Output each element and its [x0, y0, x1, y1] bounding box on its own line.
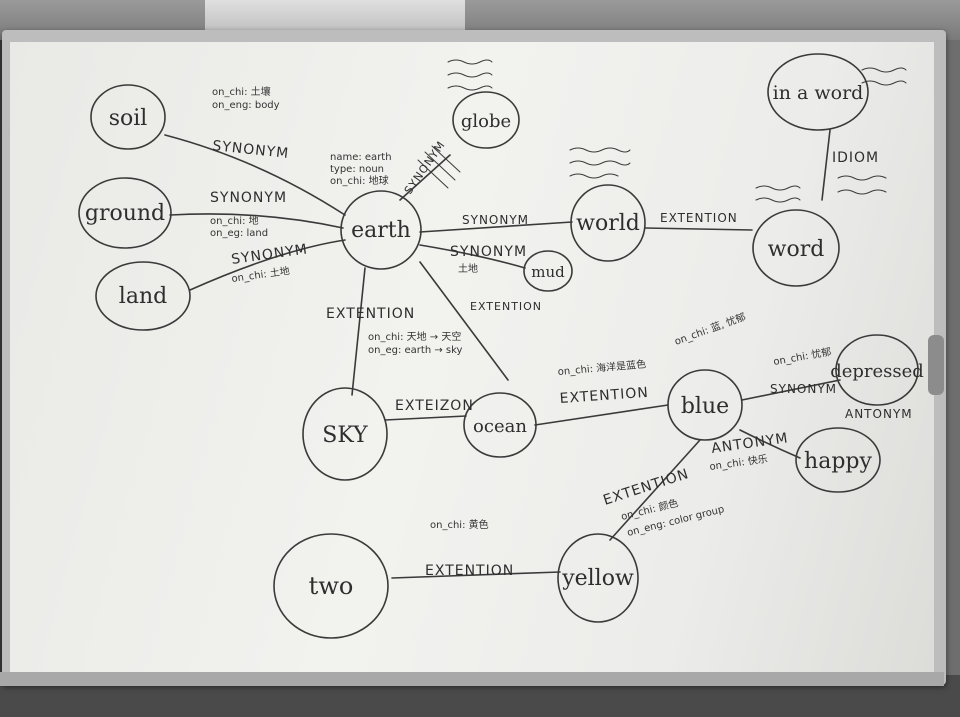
note-two-yellow: on_chi: 黄色 — [430, 518, 489, 531]
edge-inaword-word — [821, 129, 831, 201]
connectors — [164, 129, 841, 579]
depressed-node — [835, 334, 919, 406]
sky-node — [302, 387, 388, 481]
scribble-word-notes-2 — [755, 197, 801, 203]
node-circles — [78, 53, 919, 639]
edge-earth-ocean — [419, 261, 509, 381]
scribble-world-notes-2 — [569, 160, 631, 166]
note-depressed: on_chi: 忧郁 — [772, 345, 832, 368]
rel-earth-sky: EXTENTION — [326, 306, 415, 322]
edge-land-earth — [189, 239, 346, 291]
word-node — [752, 209, 840, 287]
rel-inaword-word: IDIOM — [832, 150, 879, 166]
rel-depressed-happy: ANTONYM — [845, 407, 913, 421]
yellow-label: yellow — [561, 566, 634, 591]
note-sky-2: on_eg: earth → sky — [368, 345, 463, 356]
scribble-world-notes-3 — [569, 173, 619, 179]
rel-two-yellow: EXTENTION — [425, 563, 514, 579]
world-node — [570, 184, 646, 262]
ground-node — [78, 177, 172, 249]
edge-blue-depressed — [741, 379, 841, 401]
note-soil-1: on_chi: 土壤 — [212, 85, 271, 98]
note-blue: on_chi: 蓝, 忧郁 — [673, 310, 748, 348]
soil-node — [90, 84, 166, 150]
rel-world-word: EXTENTION — [660, 211, 738, 225]
mud-node — [523, 250, 573, 292]
globe-node — [452, 91, 520, 149]
note-land-1: on_chi: 土地 — [231, 264, 291, 285]
edge-two-yellow — [391, 571, 561, 579]
edge-earth-mud — [419, 244, 526, 269]
note-soil-2: on_eng: body — [212, 100, 280, 111]
handwriting-scribbles — [417, 59, 907, 203]
mud-label: mud — [531, 263, 565, 281]
marker-tray — [0, 672, 944, 686]
note-ground-2: on_eg: land — [210, 228, 268, 239]
land-node — [95, 261, 191, 331]
scribble-globe-synonym — [417, 145, 461, 189]
depressed-label: depressed — [830, 361, 924, 382]
earth-node — [340, 190, 422, 270]
scribble-globe-notes — [447, 59, 493, 65]
happy-label: happy — [804, 449, 872, 474]
globe-label: globe — [461, 111, 511, 132]
rel-earth-world: SYNONYM — [462, 213, 529, 227]
rel-land-earth: SYNONYM — [230, 241, 309, 268]
edge-ocean-blue — [534, 404, 669, 426]
edge-blue-happy — [739, 429, 801, 459]
rel-blue-depressed: SYNONYM — [770, 382, 837, 396]
note-ground-1: on_chi: 地 — [210, 214, 259, 227]
scribble-globe-notes-2 — [447, 72, 493, 78]
rel-earth-ocean: EXTENTION — [470, 300, 542, 313]
note-earth-2: type: noun — [330, 164, 384, 175]
in-a-word-label: in a word — [773, 82, 864, 104]
soil-label: soil — [109, 106, 148, 131]
scribble-globe-notes-3 — [447, 85, 493, 91]
scribble-word-notes — [755, 185, 801, 191]
word-label: word — [768, 237, 825, 262]
edge-blue-yellow — [609, 439, 701, 541]
blue-label: blue — [681, 394, 729, 419]
edge-earth-globe — [399, 154, 451, 201]
note-sky-1: on_chi: 天地 → 天空 — [368, 330, 461, 343]
edge-world-word — [644, 227, 753, 231]
ocean-label: ocean — [473, 416, 527, 437]
world-label: world — [576, 211, 640, 236]
scribble-idiom-notes-4 — [837, 189, 887, 195]
edge-soil-earth — [164, 134, 346, 216]
edge-earth-sky — [351, 267, 366, 396]
note-earth-3: on_chi: 地球 — [330, 174, 389, 187]
ocean-node — [463, 392, 537, 458]
two-node — [273, 533, 389, 639]
edge-sky-ocean — [384, 415, 467, 421]
sky-label: SKY — [322, 423, 368, 448]
ground-label: ground — [85, 201, 165, 226]
earth-label: earth — [351, 218, 411, 243]
rel-ocean-blue: EXTENTION — [559, 385, 649, 407]
happy-node — [795, 427, 881, 493]
whiteboard-surface — [10, 42, 934, 672]
two-label: two — [309, 572, 354, 600]
rel-sky-ocean: EXTEIZON — [395, 398, 474, 414]
blue-node — [667, 369, 743, 441]
yellow-node — [557, 533, 639, 623]
rel-ground-earth: SYNONYM — [210, 190, 287, 206]
edge-ground-earth — [169, 213, 344, 229]
land-label: land — [119, 284, 167, 309]
scribble-idiom-notes-2 — [861, 80, 907, 86]
note-earth-1: name: earth — [330, 152, 392, 163]
edge-earth-world — [419, 221, 573, 233]
note-ocean-blue: on_chi: 海洋是蓝色 — [557, 357, 646, 378]
scribble-idiom-notes — [861, 67, 907, 73]
rel-soil-earth: SYNONYM — [212, 138, 290, 162]
note-mud: 土地 — [458, 262, 478, 275]
in-a-word-node — [767, 53, 869, 131]
scribble-world-notes — [569, 147, 631, 153]
rel-earth-mud: SYNONYM — [450, 244, 527, 260]
whiteboard-handle — [928, 335, 944, 395]
scribble-idiom-notes-3 — [837, 175, 887, 181]
